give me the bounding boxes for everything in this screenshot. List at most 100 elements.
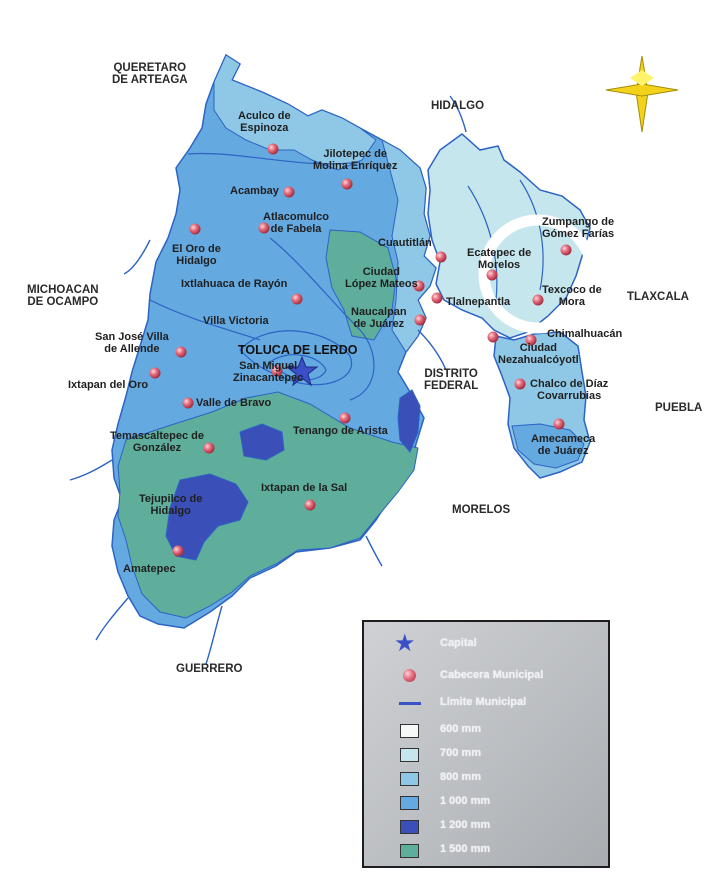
town-label-temascaltepec: Temascaltepec de González <box>110 430 204 454</box>
town-label-tlalnepantla: Tlalnepantla <box>446 296 511 308</box>
zone-1000mm-southeast <box>511 423 585 469</box>
town-label-ixtapan-oro: Ixtapan del Oro <box>68 379 149 391</box>
town-label-ecatepec: Ecatepec de Morelos <box>467 247 532 271</box>
region-label-hidalgo: HIDALGO <box>431 100 485 112</box>
region-label-puebla: PUEBLA <box>655 402 703 414</box>
zone-800mm-east <box>381 138 437 353</box>
legend-row-limite: Límite Municipal <box>364 693 608 715</box>
rivers <box>69 95 467 665</box>
town-dot-jilotepec <box>341 178 353 190</box>
town-label-cuautitlan: Cuautitlán <box>378 237 432 249</box>
town-dot-el-oro <box>189 223 201 235</box>
town-dot-amecameca <box>553 418 565 430</box>
highlight-ring <box>478 214 598 334</box>
town-label-acambay: Acambay <box>230 185 279 197</box>
dot-icon <box>403 669 416 682</box>
legend-row-700: 700 mm <box>364 744 608 766</box>
region-label-morelos: MORELOS <box>452 504 511 516</box>
town-dot-nezahualcoyotl <box>487 331 499 343</box>
compass-rose-icon <box>605 55 679 133</box>
town-dot-cuautitlan <box>435 251 447 263</box>
zone-800mm-north <box>213 54 377 171</box>
town-dot-valle-bravo <box>182 397 194 409</box>
town-label-lopez-mateos: Ciudad López Mateos <box>345 266 418 290</box>
legend-label: Límite Municipal <box>440 696 527 708</box>
legend-label: 1 200 mm <box>440 819 491 831</box>
town-dot-texcoco <box>532 294 544 306</box>
legend-label: Cabecera Municipal <box>440 669 544 681</box>
town-label-zumpango: Zumpango de Gómez Farías <box>542 216 615 240</box>
line-icon <box>399 702 421 705</box>
region-label-michoacan: MICHOACAN DE OCAMPO <box>27 284 99 308</box>
zone-700mm-valley <box>427 133 591 339</box>
legend-swatch <box>400 796 419 810</box>
capital-label: TOLUCA DE LERDO <box>238 343 358 357</box>
town-label-chalco: Chalco de Díaz Covarrubias <box>530 378 609 402</box>
region-label-queretaro: QUERETARO DE ARTEAGA <box>112 62 188 86</box>
town-dot-tlalnepantla <box>431 292 443 304</box>
legend-row-1500: 1 500 mm <box>364 840 608 862</box>
legend-swatch <box>400 724 419 738</box>
legend-row-800: 800 mm <box>364 768 608 790</box>
town-dot-atlacomulco <box>258 222 270 234</box>
legend-label: 700 mm <box>440 747 481 759</box>
legend-label: 1 500 mm <box>440 843 491 855</box>
legend-row-cabecera: Cabecera Municipal <box>364 666 608 688</box>
town-dot-san-miguel <box>271 365 283 377</box>
town-label-tejupilco: Tejupilco de Hidalgo <box>139 493 203 517</box>
town-label-nezahualcoyotl: Ciudad Nezahualcóyotl <box>498 342 579 366</box>
legend-row-1000: 1 000 mm <box>364 792 608 814</box>
capital-star-icon <box>285 355 319 387</box>
legend-row-600: 600 mm <box>364 720 608 742</box>
isohyet-lines <box>149 152 544 401</box>
town-label-amecameca: Amecameca de Juárez <box>531 433 596 457</box>
town-dot-aculco <box>267 143 279 155</box>
legend-label: 800 mm <box>440 771 481 783</box>
legend-row-capital: ★ Capital <box>364 630 608 657</box>
legend-label: Capital <box>440 637 477 649</box>
town-dot-naucalpan <box>414 314 426 326</box>
town-dot-san-jose <box>175 346 187 358</box>
town-dot-ixtapan-oro <box>149 367 161 379</box>
region-label-tlaxcala: TLAXCALA <box>627 291 689 303</box>
town-dot-lopez-mateos <box>413 280 425 292</box>
town-label-amatepec: Amatepec <box>123 563 176 575</box>
town-dot-ixtapan-sal <box>304 499 316 511</box>
legend-label: 600 mm <box>440 723 481 735</box>
town-label-jilotepec: Jilotepec de Molina Enríquez <box>313 148 398 172</box>
town-label-naucalpan: Naucalpan de Juárez <box>351 306 407 330</box>
legend-row-1200: 1 200 mm <box>364 816 608 838</box>
town-label-san-jose: San José Villa de Allende <box>95 331 169 355</box>
legend-swatch <box>400 772 419 786</box>
town-label-atlacomulco: Atlacomulco de Fabela <box>263 211 330 235</box>
legend-label: 1 000 mm <box>440 795 491 807</box>
town-dots <box>149 143 572 557</box>
town-label-ixtapan-sal: Ixtapan de la Sal <box>261 482 348 494</box>
town-label-texcoco: Texcoco de Mora <box>542 284 602 308</box>
legend-swatch <box>400 748 419 762</box>
town-label-villa-victoria: Villa Victoria <box>203 315 269 327</box>
star-icon: ★ <box>394 630 416 657</box>
region-label-guerrero: GUERRERO <box>176 663 243 675</box>
town-label-tenango: Tenango de Arista <box>293 425 388 437</box>
zone-1200mm-valle <box>239 423 285 461</box>
town-label-san-miguel: San Miguel Zinacantepec <box>233 360 304 384</box>
zone-1500mm-south <box>117 391 419 619</box>
town-label-chimalhuacan: Chimalhuacán <box>547 328 623 340</box>
town-dot-temascaltepec <box>203 442 215 454</box>
legend-swatch <box>400 844 419 858</box>
town-dot-chalco <box>514 378 526 390</box>
legend-swatch <box>400 820 419 834</box>
town-label-ixtlahuaca: Ixtlahuaca de Rayón <box>181 278 288 290</box>
town-dot-ecatepec <box>486 269 498 281</box>
town-label-valle-bravo: Valle de Bravo <box>196 397 272 409</box>
town-label-aculco: Aculco de Espinoza <box>238 110 291 134</box>
zone-1200mm-tejupilco <box>165 473 249 561</box>
town-dot-amatepec <box>172 545 184 557</box>
region-label-distrito-federal: DISTRITO FEDERAL <box>424 368 479 392</box>
town-dot-zumpango <box>560 244 572 256</box>
town-label-el-oro: El Oro de Hidalgo <box>172 243 221 267</box>
zone-1200mm-east <box>397 389 421 453</box>
zone-1500mm-central <box>325 229 397 341</box>
